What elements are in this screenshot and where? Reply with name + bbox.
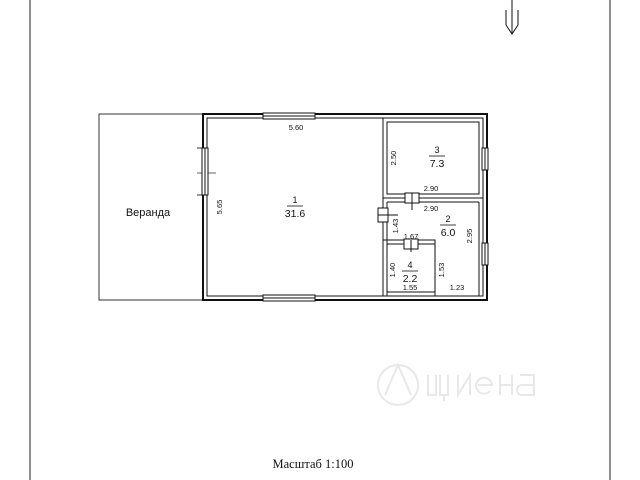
dim-room4-width: 1.55 xyxy=(403,283,418,292)
dim-room2-bottom: 1.23 xyxy=(450,283,465,292)
room-1-number: 1 xyxy=(292,195,297,205)
dim-room1-width: 5.60 xyxy=(289,123,304,132)
windows xyxy=(201,112,489,302)
room-1-area: 31.6 xyxy=(285,208,306,220)
north-arrow-icon xyxy=(505,0,519,35)
scale-label: Масштаб 1:100 xyxy=(273,457,354,471)
room-3-number: 3 xyxy=(434,145,439,155)
dim-room2-right-height: 1.53 xyxy=(437,263,446,278)
room-2-area: 6.0 xyxy=(441,227,456,239)
room-2-number: 2 xyxy=(445,214,450,224)
dim-room1-height: 5.65 xyxy=(215,200,224,215)
dim-room4-height: 1.40 xyxy=(388,263,397,278)
outer-walls xyxy=(202,113,488,301)
dim-room3-height: 2.50 xyxy=(389,151,398,166)
veranda-label: Веранда xyxy=(126,207,171,219)
room-3-area: 7.3 xyxy=(430,158,445,170)
sheet-border xyxy=(29,0,611,480)
dim-room3-width: 2.90 xyxy=(424,184,439,193)
room-4-area: 2.2 xyxy=(403,273,418,285)
watermark-logo xyxy=(377,362,535,406)
dim-room2-inner: 1.67 xyxy=(404,232,419,241)
dim-room2-step: 1.43 xyxy=(391,219,400,234)
dim-room2-width: 2.90 xyxy=(424,204,439,213)
dim-room2-height: 2.95 xyxy=(465,229,474,244)
room-4-number: 4 xyxy=(407,260,412,270)
doors xyxy=(377,192,420,252)
